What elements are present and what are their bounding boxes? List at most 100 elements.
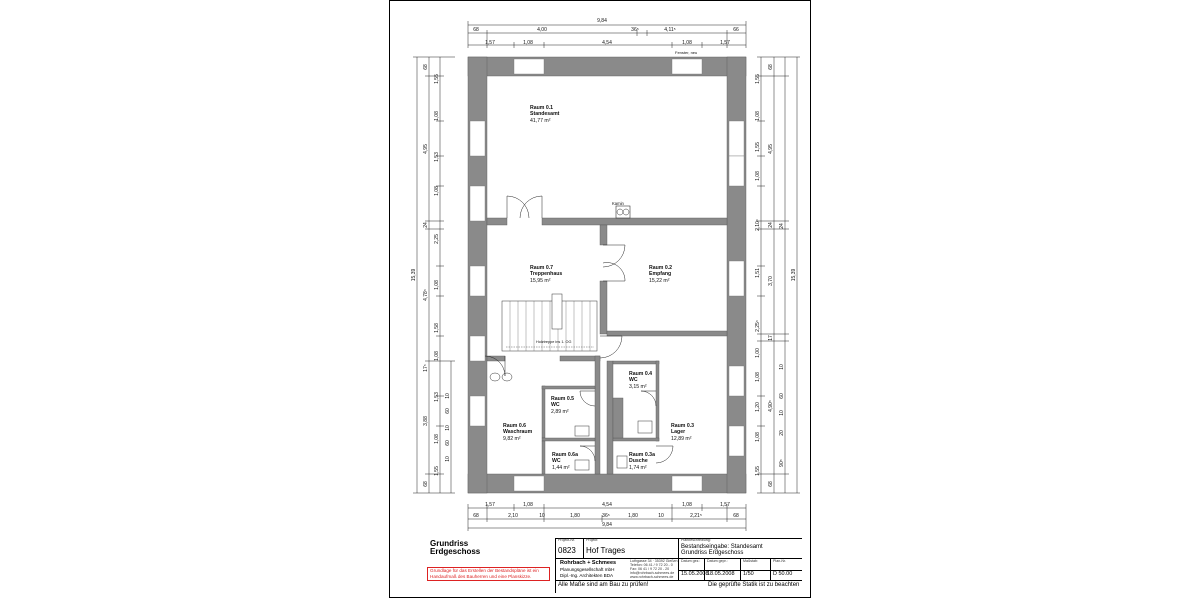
dim-right-c1-6: 68 [768, 481, 774, 487]
svg-text:WC: WC [551, 402, 560, 408]
svg-text:Raum 0.2: Raum 0.2 [649, 265, 672, 271]
svg-text:WC: WC [629, 377, 638, 383]
plan-no-value: D 50.00 [773, 571, 793, 577]
svg-text:Raum 0.6: Raum 0.6 [503, 423, 526, 429]
dim-left-c2-3: 1,08 [434, 186, 440, 196]
dim-bot-r1-0: 1,57 [485, 502, 495, 508]
dim-right-c1-5: 4,90⁵ [768, 400, 774, 412]
svg-text:Raum 0.1: Raum 0.1 [530, 105, 553, 111]
dim-left-c3-2: 10 [445, 425, 451, 431]
dim-bot-r1-4: 1,57 [720, 502, 730, 508]
dim-top-r1-4: 66 [733, 27, 739, 33]
right-dimensions: 1,55 1,08 1,55 1,08 2,10⁵ 1,51 2,25⁵ 1,0… [755, 56, 800, 494]
dim-right-c3-2: 10 [779, 410, 785, 416]
dim-left-c2-1: 1,08 [434, 111, 440, 121]
svg-text:Dusche: Dusche [629, 458, 648, 464]
svg-text:Raum 0.4: Raum 0.4 [629, 371, 652, 377]
footer-left-note: Alle Maße sind am Bau zu prüfen! [558, 582, 649, 588]
dim-left-c2-8: 1,53 [434, 392, 440, 402]
project-name: Hof Trages [586, 546, 626, 555]
footer-right-note: Die geprüfte Statik ist zu beachten [708, 582, 800, 588]
dim-top-r2-0: 1,57 [485, 40, 495, 46]
dim-top-r1-0: 68 [473, 27, 479, 33]
svg-text:Standesamt: Standesamt [530, 111, 560, 117]
dim-bot-r2-4: 36⁵ [602, 513, 610, 519]
dim-left-c2-4: 2,25 [434, 234, 440, 244]
dim-left-c1-3: 4,78⁵ [423, 289, 429, 301]
dim-left-c3-3: 60 [445, 440, 451, 446]
checked-label: Datum gepr.: [707, 559, 728, 563]
window [513, 475, 545, 492]
dim-bot-r2-6: 10 [658, 513, 664, 519]
office-line2: Planungsgesellschaft mbH [560, 567, 615, 572]
svg-text:Raum 0.6a: Raum 0.6a [552, 452, 578, 458]
bottom-dimensions: 1,57 1,08 4,54 1,08 1,57 68 2,10 10 1,80… [467, 502, 747, 531]
dim-right-c1-3: 3,70 [768, 276, 774, 286]
dim-left-c2-10: 1,55 [434, 466, 440, 476]
dim-right-c3-4: 90⁵ [779, 459, 785, 467]
dim-right-c1-1: 4,95 [768, 144, 774, 154]
top-dimensions: 9,84 68 4,00 36⁵ 4,11⁵ 66 1,57 1,08 4,54… [467, 18, 747, 55]
dim-bot-r1-1: 1,08 [523, 502, 533, 508]
office-web: www.rohrbach-schmees.de [630, 575, 674, 579]
dim-top-note: Fenster, neu [675, 50, 697, 55]
svg-text:12,89 m²: 12,89 m² [671, 436, 692, 442]
dim-bot-r1-2: 4,54 [602, 502, 612, 508]
floor-plan-drawing: 9,84 68 4,00 36⁵ 4,11⁵ 66 1,57 1,08 4,54… [411, 18, 800, 531]
dim-right-c2-2: 1,55 [755, 142, 761, 152]
dim-left-c1-4: 17⁵ [423, 364, 429, 372]
sanitary-fixtures [489, 372, 653, 471]
room-label-0-2: Raum 0.2 Empfang 15,22 m² [649, 265, 672, 284]
sink-icon [501, 372, 513, 382]
dim-left-c2-7: 1,08 [434, 351, 440, 361]
toilet-icon [574, 425, 590, 437]
dim-top-r2-2: 4,54 [602, 40, 612, 46]
plan-no-label: Plan-Nr. [773, 559, 786, 563]
dim-bot-r2-0: 68 [473, 513, 479, 519]
dim-top-r1-2: 36⁵ [631, 27, 639, 33]
dim-right-c2-4: 2,10⁵ [755, 219, 761, 231]
dim-right-c2-10: 1,08 [755, 432, 761, 442]
kamin-label: Kamin [612, 201, 625, 206]
dim-top-r1-3: 4,11⁵ [664, 27, 675, 33]
dim-right-c2-11: 1,55 [755, 466, 761, 476]
window [469, 265, 486, 297]
svg-text:3,15 m²: 3,15 m² [629, 384, 647, 390]
toilet-icon [637, 420, 653, 434]
dim-right-c2-6: 2,25⁵ [755, 320, 761, 332]
checked-value: 18.05.2008 [707, 571, 735, 577]
shower-icon [616, 455, 628, 469]
dim-bot-r1-3: 1,08 [682, 502, 692, 508]
toilet-icon [574, 459, 590, 471]
dim-left-overall: 15,39 [411, 269, 417, 282]
dim-bot-r2-3: 1,80 [570, 513, 580, 519]
dim-bot-r2-2: 10 [539, 513, 545, 519]
window [469, 335, 486, 362]
project-no-label: Projekt-Nr. [558, 538, 575, 542]
window [728, 260, 745, 297]
dim-left-c2-5: 1,08 [434, 280, 440, 290]
svg-text:Treppenhaus: Treppenhaus [530, 271, 562, 277]
window [728, 155, 745, 187]
dim-left-c2-0: 1,55 [434, 74, 440, 84]
dim-top-r2-3: 1,08 [682, 40, 692, 46]
exterior-walls [467, 56, 747, 494]
office-address: Luthgasse 34 · 35392 Gießen [630, 559, 678, 563]
svg-text:1,44 m²: 1,44 m² [552, 465, 570, 471]
svg-text:Raum 0.3a: Raum 0.3a [629, 452, 655, 458]
plan-title: Grundriss Erdgeschoss [430, 539, 481, 557]
dim-left-c3-0: 10 [445, 393, 451, 399]
room-label-0-5: Raum 0.5 WC 2,89 m² [551, 396, 574, 415]
dim-bot-r2-7: 2,21⁵ [690, 513, 702, 519]
svg-text:Raum 0.3: Raum 0.3 [671, 423, 694, 429]
svg-text:1,74 m²: 1,74 m² [629, 465, 647, 471]
window [671, 58, 703, 75]
office-mail: info@rohrbach-schmees.de [630, 571, 675, 575]
dim-right-c1-2: 24 [768, 222, 774, 228]
dim-right-c2-0: 1,55 [755, 74, 761, 84]
dim-left-c1-0: 68 [423, 64, 429, 70]
svg-text:9,82 m²: 9,82 m² [503, 436, 521, 442]
dim-top-r2-1: 1,08 [523, 40, 533, 46]
dim-left-c1-1: 4,95 [423, 144, 429, 154]
dim-bot-r2-8: 68 [733, 513, 739, 519]
